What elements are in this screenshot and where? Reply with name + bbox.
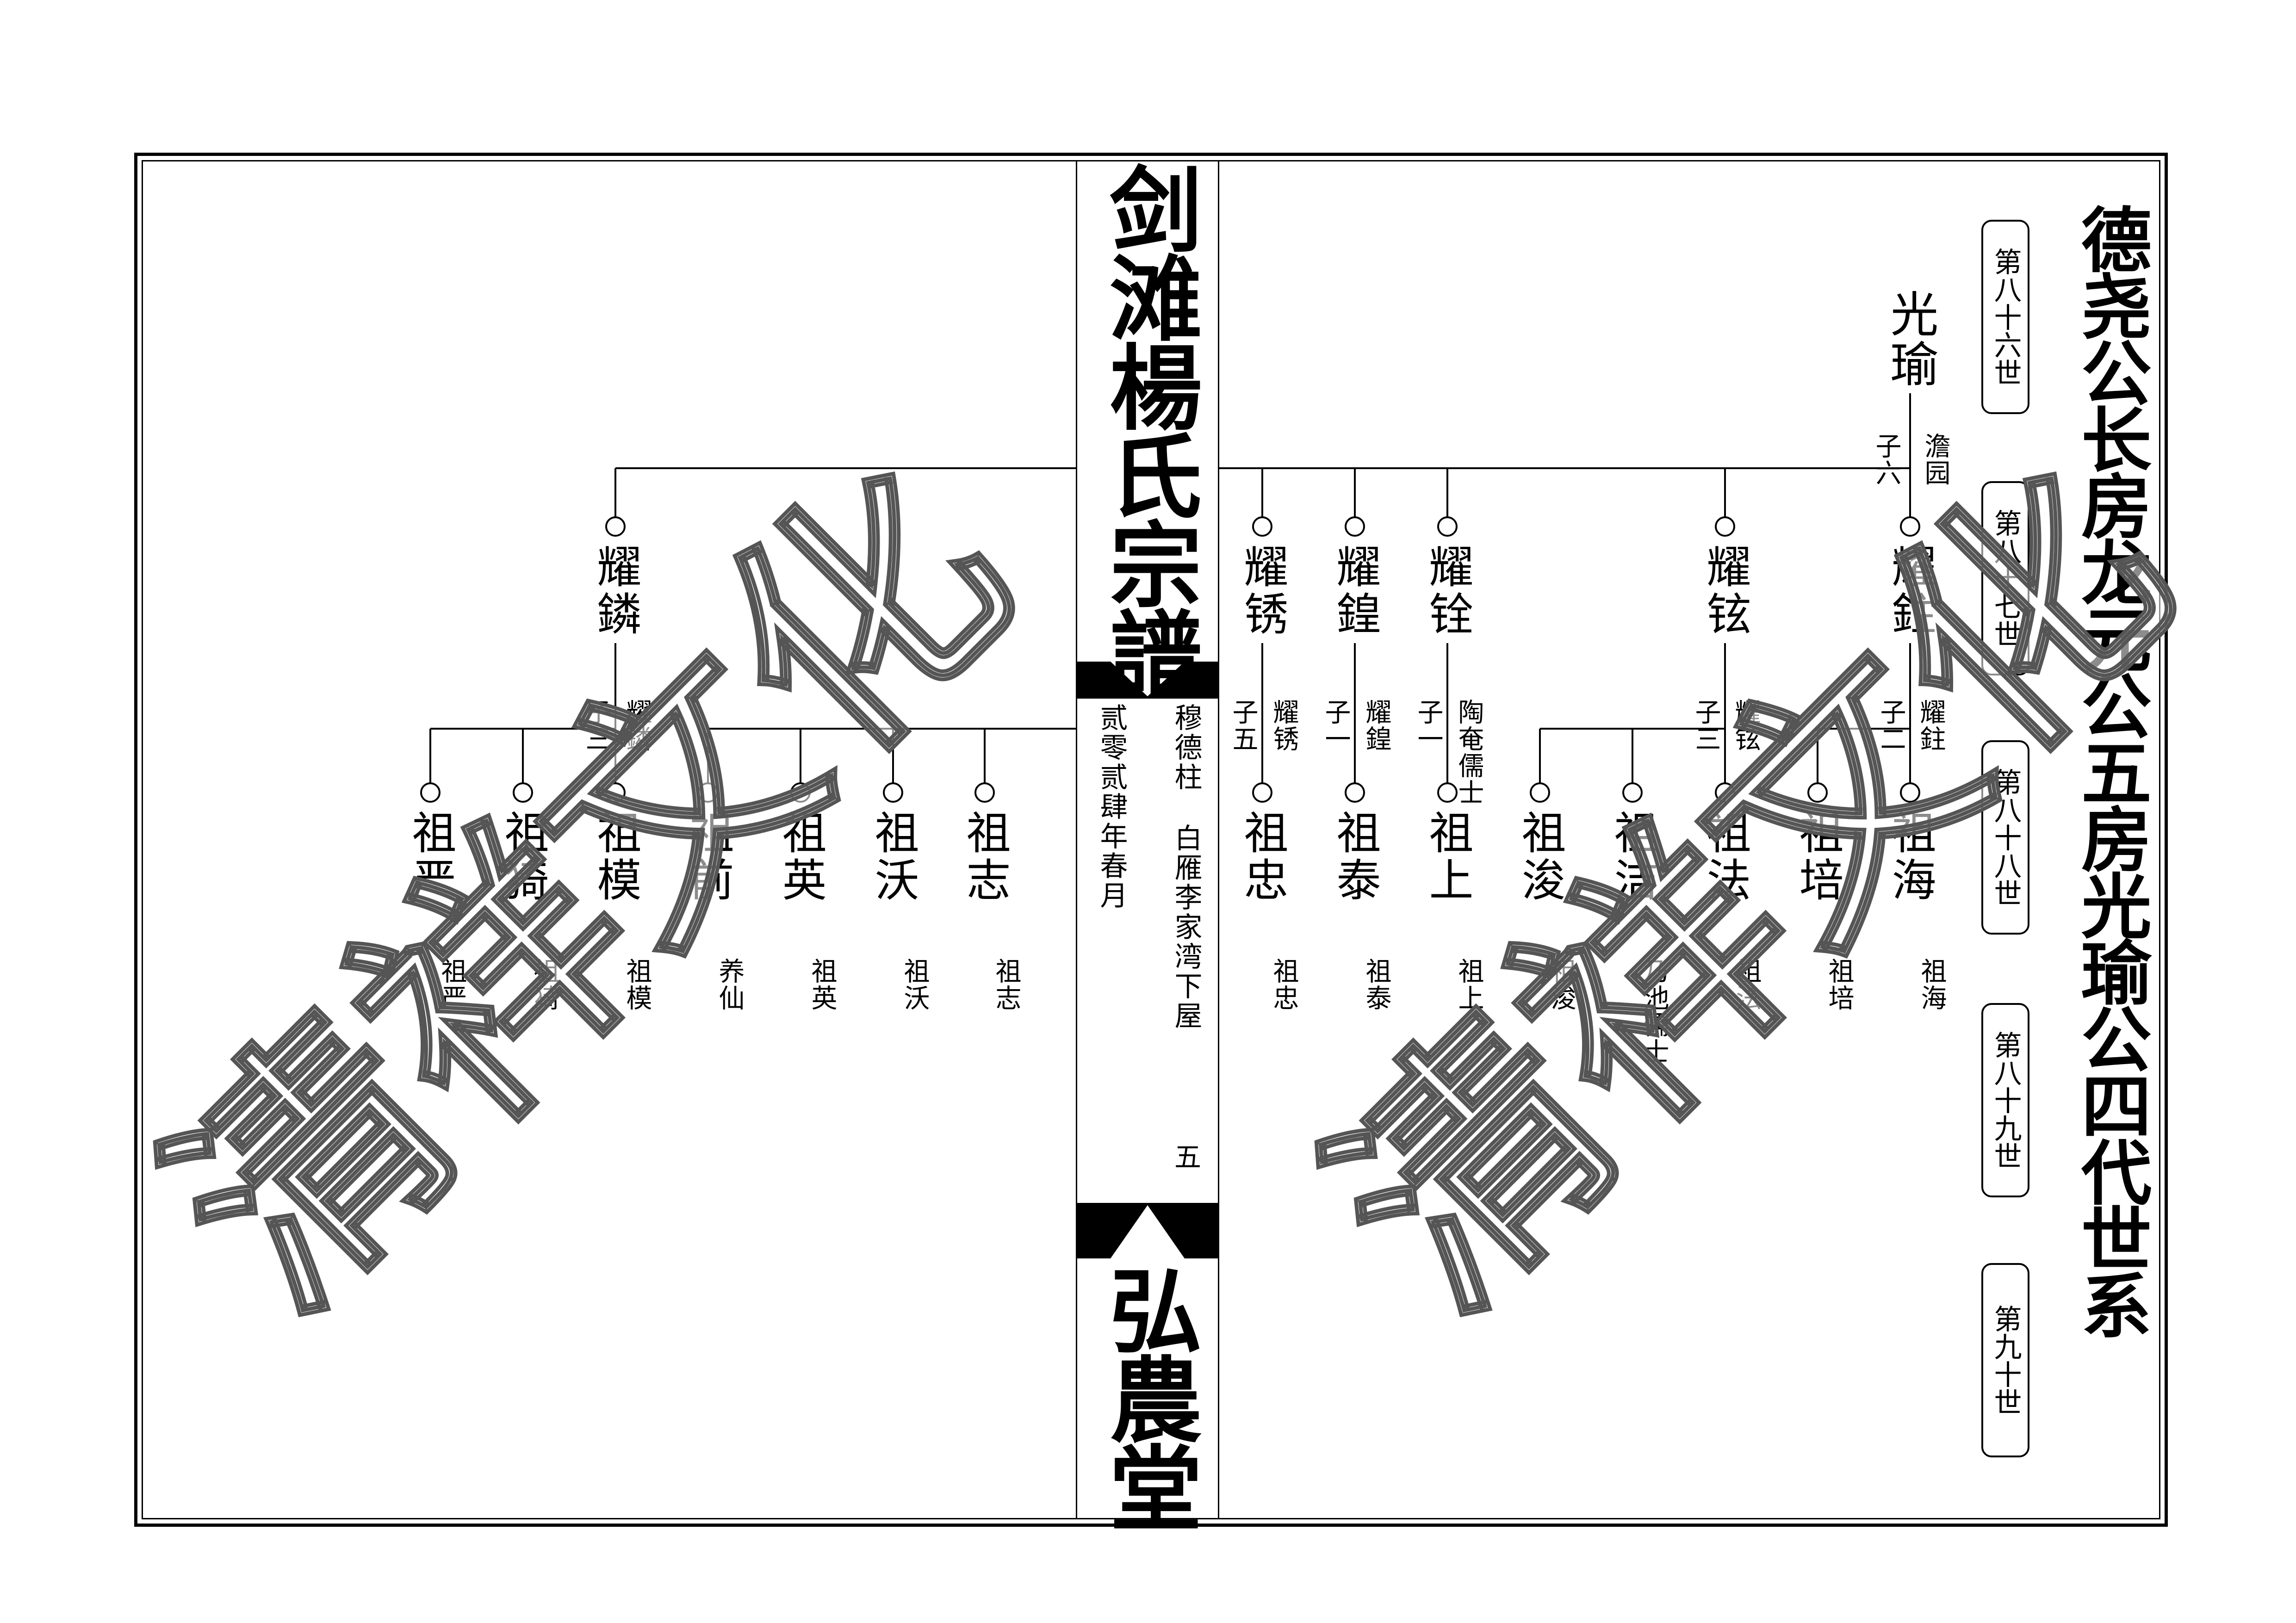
gen3-name: 祖上 — [1421, 810, 1473, 904]
gen2-note: 耀鉒 — [1916, 699, 1946, 752]
gen3-note: 祖模 — [622, 958, 652, 1011]
gen3-name: 祖浚 — [1514, 810, 1566, 904]
gen3-name: 祖海 — [1884, 810, 1936, 904]
gen2-note: 耀锈 — [1269, 699, 1299, 752]
gen3-note: 祖英 — [807, 958, 837, 1011]
generation-label-90: 第九十世 — [1981, 1263, 2029, 1457]
spine-hall-name: 弘農堂 — [1093, 1263, 1202, 1530]
gen3-note: 祖沃 — [900, 958, 930, 1011]
gen2-note: 耀鍠 — [1361, 699, 1391, 752]
gen2-child-count: 子一 — [1413, 699, 1443, 752]
gen2-name: 耀铉 — [1699, 544, 1751, 638]
root-note: 澹园 — [1920, 433, 1950, 486]
gen3-note: 养仙 — [714, 958, 745, 1011]
gen3-note: 祖猗 — [529, 958, 559, 1011]
gen3-note: 乃池儒士 — [1639, 958, 1669, 1065]
generation-label-87: 第八十七世 — [1981, 481, 2029, 675]
gen3-name: 祖英 — [775, 810, 826, 904]
spine-title: 剑滩楊氏宗譜 — [1093, 162, 1202, 695]
page-title: 德尧公长房龙元公五房光瑜公四代世系 — [2069, 204, 2152, 1336]
outer-border — [134, 153, 2168, 1527]
book-spine — [1076, 160, 1219, 1519]
gen3-name: 祖猗 — [497, 810, 549, 904]
gen3-note: 祖法 — [1731, 958, 1762, 1011]
gen2-child-count: 子二 — [1876, 699, 1906, 752]
gen3-name: 祖忠 — [1236, 810, 1288, 904]
gen3-name: 祖泰 — [1329, 810, 1381, 904]
gen2-note: 耀铉 — [1731, 699, 1761, 752]
gen2-note: 耀鏻 — [622, 699, 652, 752]
gen2-child-count: 子三 — [1691, 699, 1721, 752]
gen3-name: 祖严 — [404, 810, 456, 904]
spine-page-number: 五 — [1170, 1143, 1201, 1170]
root-name: 光瑜 — [1882, 289, 1938, 389]
spine-compiler: 穆德柱 — [1170, 703, 1202, 792]
gen3-name: 祖法 — [1699, 810, 1751, 904]
gen3-name: 祖志 — [959, 810, 1011, 904]
gen3-note: 祖培 — [1824, 958, 1854, 1011]
gen3-name: 祖培 — [1792, 810, 1843, 904]
gen3-name: 祖洁 — [1607, 810, 1658, 904]
gen2-child-count: 子五 — [1228, 699, 1258, 752]
generation-label-88: 第八十八世 — [1981, 740, 2029, 935]
gen2-child-count: 子一 — [1321, 699, 1351, 752]
gen2-name: 耀鉒 — [1884, 544, 1936, 638]
gen3-note: 祖志 — [991, 958, 1021, 1011]
root-child-count: 子六 — [1871, 433, 1901, 486]
gen3-note: 祖海 — [1917, 958, 1947, 1011]
gen3-note: 祖忠 — [1269, 958, 1299, 1011]
gen2-name: 耀鏻 — [590, 544, 641, 638]
gen2-name: 耀鍠 — [1329, 544, 1381, 638]
gen3-name: 祖模 — [590, 810, 641, 904]
gen3-note: 祖泰 — [1361, 958, 1391, 1011]
gen3-name: 祖前 — [682, 810, 734, 904]
gen2-name: 耀铨 — [1421, 544, 1473, 638]
gen3-note: 祖浚 — [1546, 958, 1576, 1011]
generation-label-89: 第八十九世 — [1981, 1003, 2029, 1197]
inner-border — [142, 160, 2160, 1519]
gen3-name: 祖沃 — [867, 810, 919, 904]
gen2-name: 耀锈 — [1236, 544, 1288, 638]
spine-date: 贰零贰肆年春月 — [1095, 703, 1128, 911]
gen3-note: 祖上 — [1454, 958, 1484, 1011]
spine-location: 白雁李家湾下屋 — [1170, 824, 1202, 1031]
gen3-note: 祖严 — [437, 958, 467, 1011]
gen2-note: 陶奄儒士 — [1454, 699, 1484, 806]
gen2-child-count: 子三 — [581, 699, 611, 752]
generation-label-86: 第八十六世 — [1981, 220, 2029, 414]
